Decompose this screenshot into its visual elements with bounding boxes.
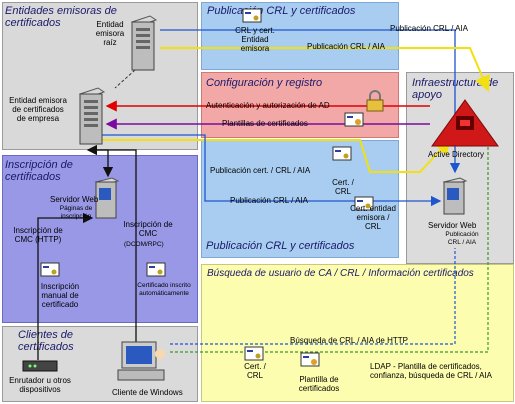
cmc-dcom-label: Inscripción de CMC <box>123 220 173 238</box>
ldap-label: LDAP - Plantilla de certificados, confia… <box>370 362 493 380</box>
conn-pub-yellow <box>100 138 452 173</box>
conn-router-web <box>37 212 94 360</box>
cert-templates-label: Plantillas de certificados <box>222 119 308 128</box>
user-search-panel <box>201 264 514 402</box>
enterprise-ca-label: Entidad emisora de certificados de empre… <box>9 96 67 123</box>
crl-publication-mid-title: Publicación CRL y certificados <box>206 240 355 252</box>
web-server-right-icon <box>442 177 468 215</box>
conn-http-search <box>170 248 456 345</box>
web-server-right-label: Servidor Web <box>428 221 477 230</box>
pub-cert-crl-aia-label: Publicación cert. / CRL / AIA <box>210 166 311 175</box>
web-server-left-sublabel: Páginas de inscripción <box>59 205 93 220</box>
auth-ad-label: Autenticación y autorización de AD <box>206 101 330 110</box>
pub-crl-aia-label-1: Publicación CRL / AIA <box>390 24 468 33</box>
crl-publication-top-panel <box>201 2 399 70</box>
conn-ca-webserver <box>88 149 114 178</box>
enterprise-ca-server-icon <box>78 87 106 145</box>
certificate-icon <box>242 8 262 23</box>
cert-issuer-crl-label: Cert. entidad emisora / CRL <box>350 204 396 231</box>
manual-enroll-label: Inscripción manual de certificado <box>40 282 80 309</box>
windows-client-icon <box>117 341 165 381</box>
config-registry-title: Configuración y registro <box>206 77 323 89</box>
conn-root-yellow <box>160 47 490 92</box>
certificate-icon <box>40 262 60 277</box>
router-icon <box>22 360 58 372</box>
conn-pub-blue <box>100 134 442 207</box>
conn-client-ca <box>86 144 137 345</box>
web-server-left-icon <box>94 177 120 219</box>
root-ca-server-icon <box>130 15 158 71</box>
conn-ldap <box>170 140 489 353</box>
certificate-icon <box>354 196 374 211</box>
active-directory-icon <box>431 99 499 147</box>
web-server-right-sublabel: Publicación CRL / AIA <box>445 231 479 246</box>
windows-client-label: Cliente de Windows <box>112 388 183 397</box>
certificate-icon <box>146 262 166 277</box>
crl-cert-root-label: CRL y cert. Entidad emisora <box>235 26 275 53</box>
web-server-left-label: Servidor Web <box>50 195 99 204</box>
http-search-label: Búsqueda de CRL / AIA de HTTP <box>290 336 408 345</box>
certificate-template-icon <box>300 352 320 367</box>
pub-crl-aia-label-3: Publicación CRL / AIA <box>230 196 308 205</box>
cert-template-bottom-label: Plantilla de certificados <box>298 375 340 393</box>
user-search-title: Búsqueda de usuario de CA / CRL / Inform… <box>207 268 474 279</box>
conn-root-enterprise <box>114 69 136 89</box>
cmc-http-label: Inscripción de CMC (HTTP) <box>13 226 63 244</box>
enrollment-title: Inscripción de certificados <box>5 159 73 183</box>
pub-crl-aia-label-2: Publicación CRL / AIA <box>307 42 385 51</box>
config-registry-panel <box>201 72 399 138</box>
router-label: Enrutador u otros dispositivos <box>9 376 71 394</box>
cert-crl-bottom-label: Cert. / CRL <box>244 362 266 380</box>
certificate-icon <box>244 346 264 361</box>
certificate-icon <box>332 146 352 161</box>
certificate-template-icon <box>344 112 364 127</box>
auto-enroll-label: Certificado inscrito automáticamente <box>137 282 191 297</box>
lock-icon <box>366 90 384 112</box>
cmc-dcom-sublabel: (DCOM/RPC) <box>124 241 164 248</box>
cert-crl-mid-label: Cert. / CRL <box>332 178 354 196</box>
clients-title: Clientes de certificados <box>18 329 74 353</box>
active-directory-label: Active Directory <box>428 150 485 159</box>
root-ca-label: Entidad emisora raíz <box>95 20 125 47</box>
root-ca-panel-title: Entidades emisoras de certificados <box>5 5 117 29</box>
